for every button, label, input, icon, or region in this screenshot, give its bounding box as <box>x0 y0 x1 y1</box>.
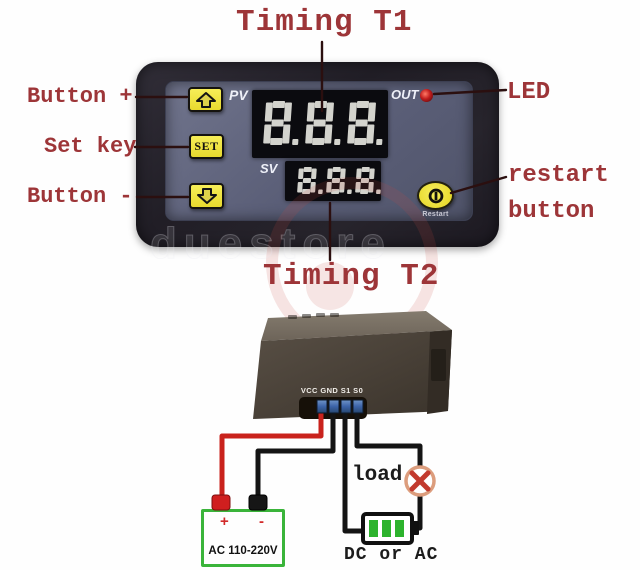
wire-gnd-black <box>255 405 336 503</box>
set-button: SET <box>189 134 224 159</box>
battery-bar <box>382 520 391 537</box>
module-vent-slot <box>302 314 311 318</box>
led-label: LED <box>507 79 551 106</box>
power-icon <box>428 188 443 203</box>
sv-label: SV <box>260 161 278 176</box>
terminal-gnd <box>328 399 340 414</box>
pv-seven-segment <box>263 101 383 145</box>
pv-display <box>252 90 388 158</box>
out-label: OUT <box>391 87 419 102</box>
load-label: load <box>352 464 403 487</box>
black-wire-cap <box>248 494 268 511</box>
terminal-s0 <box>352 399 364 414</box>
button-plus-label: Button + <box>27 84 133 109</box>
up-arrow-icon <box>195 91 216 108</box>
set-key-label: Set key <box>44 134 137 159</box>
power-source-box: + - AC 110-220V <box>201 509 285 567</box>
red-wire-cap <box>211 494 231 511</box>
up-button <box>188 87 223 112</box>
down-arrow-icon <box>196 188 217 204</box>
restart-button-label: restart button <box>508 158 609 230</box>
battery-bar <box>395 520 404 537</box>
terminal-labels: VCC GND S1 S0 <box>300 386 364 395</box>
pv-label: PV <box>229 87 248 103</box>
module-vent-slot <box>316 313 325 317</box>
module-side-recess <box>431 349 446 381</box>
load-cross-x <box>409 470 431 492</box>
sv-display <box>285 161 381 201</box>
minus-terminal-label: - <box>259 513 264 530</box>
module-vent-slot <box>330 313 339 317</box>
restart-caption: Restart <box>422 211 449 218</box>
module-vent-slot <box>288 315 297 319</box>
timing-t1-label: Timing T1 <box>236 5 413 40</box>
terminal-s1 <box>340 399 352 414</box>
battery-icon-body <box>361 512 414 545</box>
load-cross-x <box>409 470 431 492</box>
restart-button <box>417 181 454 210</box>
sv-seven-segment <box>297 167 381 194</box>
restart-label-line1: restart <box>508 162 609 189</box>
plus-terminal-label: + <box>220 513 229 530</box>
load-type-label: DC or AC <box>344 545 439 565</box>
down-button <box>189 183 224 209</box>
out-led <box>420 89 433 102</box>
module-right-face <box>427 330 452 414</box>
button-minus-label: Button - <box>27 184 133 209</box>
terminal-vcc <box>316 399 328 414</box>
battery-icon-nub <box>411 521 419 535</box>
wire-vcc-red <box>219 405 324 503</box>
module-top-face <box>261 311 452 341</box>
timing-t2-label: Timing T2 <box>263 259 440 294</box>
load-cross-circle <box>404 465 436 497</box>
battery-bar <box>369 520 378 537</box>
power-source-label: AC 110-220V <box>208 543 278 557</box>
restart-label-line2: button <box>508 198 595 225</box>
module-front-face <box>253 330 452 419</box>
terminal-recess <box>299 397 367 419</box>
